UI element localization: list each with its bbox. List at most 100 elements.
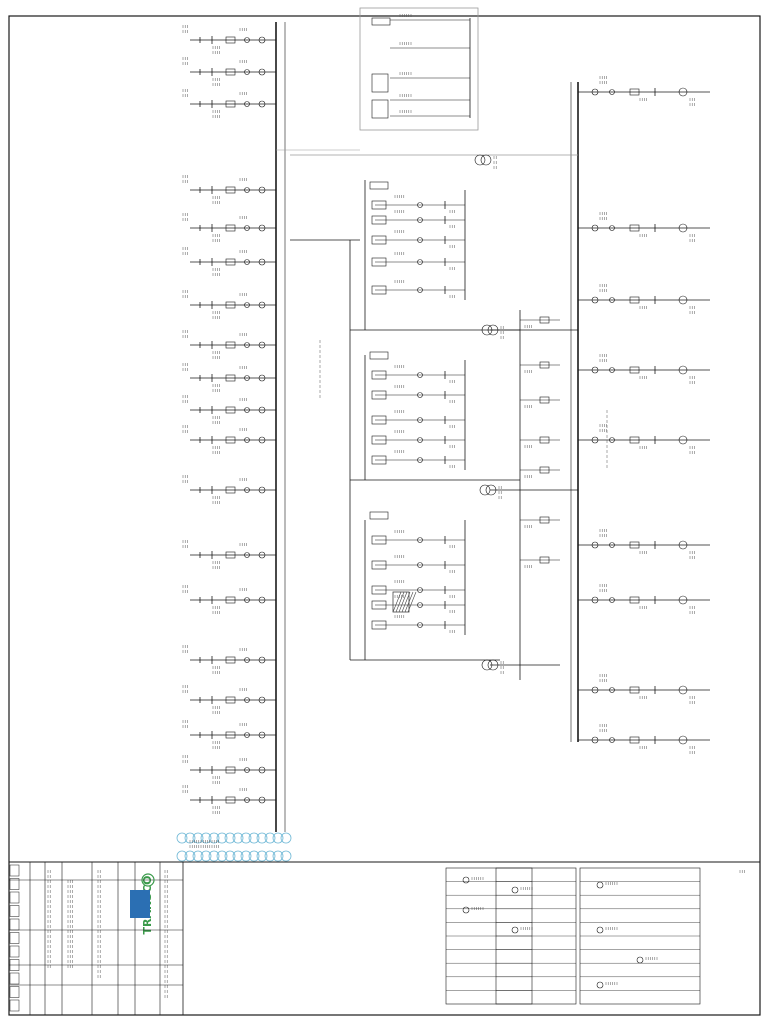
disconnector-symbol bbox=[225, 301, 236, 309]
disconnector-symbol bbox=[225, 341, 236, 349]
disconnector-symbol bbox=[629, 596, 640, 604]
hatch-line bbox=[407, 591, 417, 613]
breaker-symbol bbox=[258, 374, 266, 382]
breaker-symbol bbox=[258, 186, 266, 194]
ct-symbol bbox=[244, 69, 250, 75]
capacitor-step bbox=[371, 585, 387, 595]
breaker-symbol bbox=[591, 366, 599, 374]
breaker-symbol bbox=[591, 88, 599, 96]
ct-symbol bbox=[244, 697, 250, 703]
breaker-symbol bbox=[258, 596, 266, 604]
disconnector-symbol bbox=[629, 366, 640, 374]
ct-symbol bbox=[244, 302, 250, 308]
revision-cloud-arc bbox=[256, 850, 268, 862]
transformer-symbol bbox=[678, 87, 688, 97]
sheet-number-cell bbox=[9, 959, 20, 971]
legend-symbol bbox=[511, 926, 519, 934]
capacitor-step bbox=[371, 620, 387, 630]
revision-cloud-arc bbox=[256, 832, 268, 844]
revision-cloud-arc bbox=[280, 832, 292, 844]
revision-cloud-arc bbox=[192, 850, 204, 862]
ct-symbol bbox=[244, 487, 250, 493]
hatch-line bbox=[398, 591, 408, 613]
revision-cloud-arc bbox=[280, 850, 292, 862]
revision-cloud-arc bbox=[272, 850, 284, 862]
step-breaker bbox=[417, 417, 423, 423]
breaker-symbol bbox=[258, 731, 266, 739]
transformer-symbol bbox=[678, 685, 688, 695]
ct-symbol bbox=[609, 297, 615, 303]
ct-symbol bbox=[244, 437, 250, 443]
revision-cloud-arc bbox=[200, 850, 212, 862]
revision-cloud-arc bbox=[264, 850, 276, 862]
sheet-number-cell bbox=[9, 999, 20, 1012]
revision-cloud-arc bbox=[176, 832, 188, 844]
breaker-symbol bbox=[591, 436, 599, 444]
transformer-symbol bbox=[678, 735, 688, 745]
power-transformer-primary bbox=[474, 154, 486, 166]
busbars-and-feeders bbox=[176, 7, 710, 862]
disconnector-symbol bbox=[225, 100, 236, 108]
step-breaker bbox=[417, 237, 423, 243]
disconnector-symbol bbox=[225, 406, 236, 414]
power-transformer-primary bbox=[481, 659, 493, 671]
ct-symbol bbox=[609, 687, 615, 693]
sheet-number-cell bbox=[9, 905, 20, 917]
power-transformer-secondary bbox=[485, 484, 497, 496]
capacitor-step bbox=[371, 455, 387, 465]
inner-breaker bbox=[539, 556, 550, 564]
auxiliary-panel-box bbox=[359, 7, 479, 131]
switchgear-symbols bbox=[199, 17, 688, 804]
revision-cloud-arc bbox=[240, 850, 252, 862]
revision-cloud-arc bbox=[264, 832, 276, 844]
sheet-number-cell bbox=[9, 878, 20, 890]
revision-cloud-arc bbox=[240, 832, 252, 844]
ct-symbol bbox=[244, 732, 250, 738]
capacitor-step bbox=[371, 390, 387, 400]
bank-header-breaker bbox=[369, 181, 389, 190]
ct-symbol bbox=[244, 597, 250, 603]
capacitor-step bbox=[371, 257, 387, 267]
disconnector-symbol bbox=[225, 596, 236, 604]
hatch-line bbox=[395, 591, 405, 613]
ct-symbol bbox=[244, 657, 250, 663]
inner-breaker bbox=[539, 361, 550, 369]
revision-cloud-arc bbox=[248, 832, 260, 844]
disconnector-symbol bbox=[629, 296, 640, 304]
breaker-symbol bbox=[258, 486, 266, 494]
transformer-symbol bbox=[678, 595, 688, 605]
bank-header-breaker bbox=[369, 351, 389, 360]
breaker-symbol bbox=[258, 551, 266, 559]
ct-symbol bbox=[244, 375, 250, 381]
legend-symbol bbox=[596, 981, 604, 989]
capacitor-step bbox=[371, 370, 387, 380]
aux-breaker bbox=[371, 17, 391, 26]
disconnector-symbol bbox=[629, 224, 640, 232]
inner-breaker bbox=[539, 466, 550, 474]
breaker-symbol bbox=[591, 296, 599, 304]
transformer-symbol bbox=[678, 435, 688, 445]
revision-cloud-arc bbox=[192, 832, 204, 844]
disconnector-symbol bbox=[629, 88, 640, 96]
revision-cloud-arc bbox=[200, 832, 212, 844]
breaker-symbol bbox=[258, 406, 266, 414]
breaker-symbol bbox=[258, 696, 266, 704]
legend-symbol bbox=[596, 926, 604, 934]
disconnector-symbol bbox=[225, 258, 236, 266]
breaker-symbol bbox=[258, 258, 266, 266]
disconnector-symbol bbox=[629, 541, 640, 549]
inner-breaker bbox=[539, 516, 550, 524]
disconnector-symbol bbox=[225, 374, 236, 382]
revision-cloud-arc bbox=[176, 850, 188, 862]
revision-cloud-arc bbox=[216, 832, 228, 844]
power-transformer-secondary bbox=[480, 154, 492, 166]
inner-breaker bbox=[539, 396, 550, 404]
sheet-number-cell bbox=[9, 986, 20, 998]
disconnector-symbol bbox=[225, 731, 236, 739]
transformer-symbol bbox=[678, 540, 688, 550]
capacitor-step bbox=[371, 200, 387, 210]
breaker-symbol bbox=[258, 100, 266, 108]
capacitor-step bbox=[371, 535, 387, 545]
revision-cloud-arc bbox=[208, 850, 220, 862]
